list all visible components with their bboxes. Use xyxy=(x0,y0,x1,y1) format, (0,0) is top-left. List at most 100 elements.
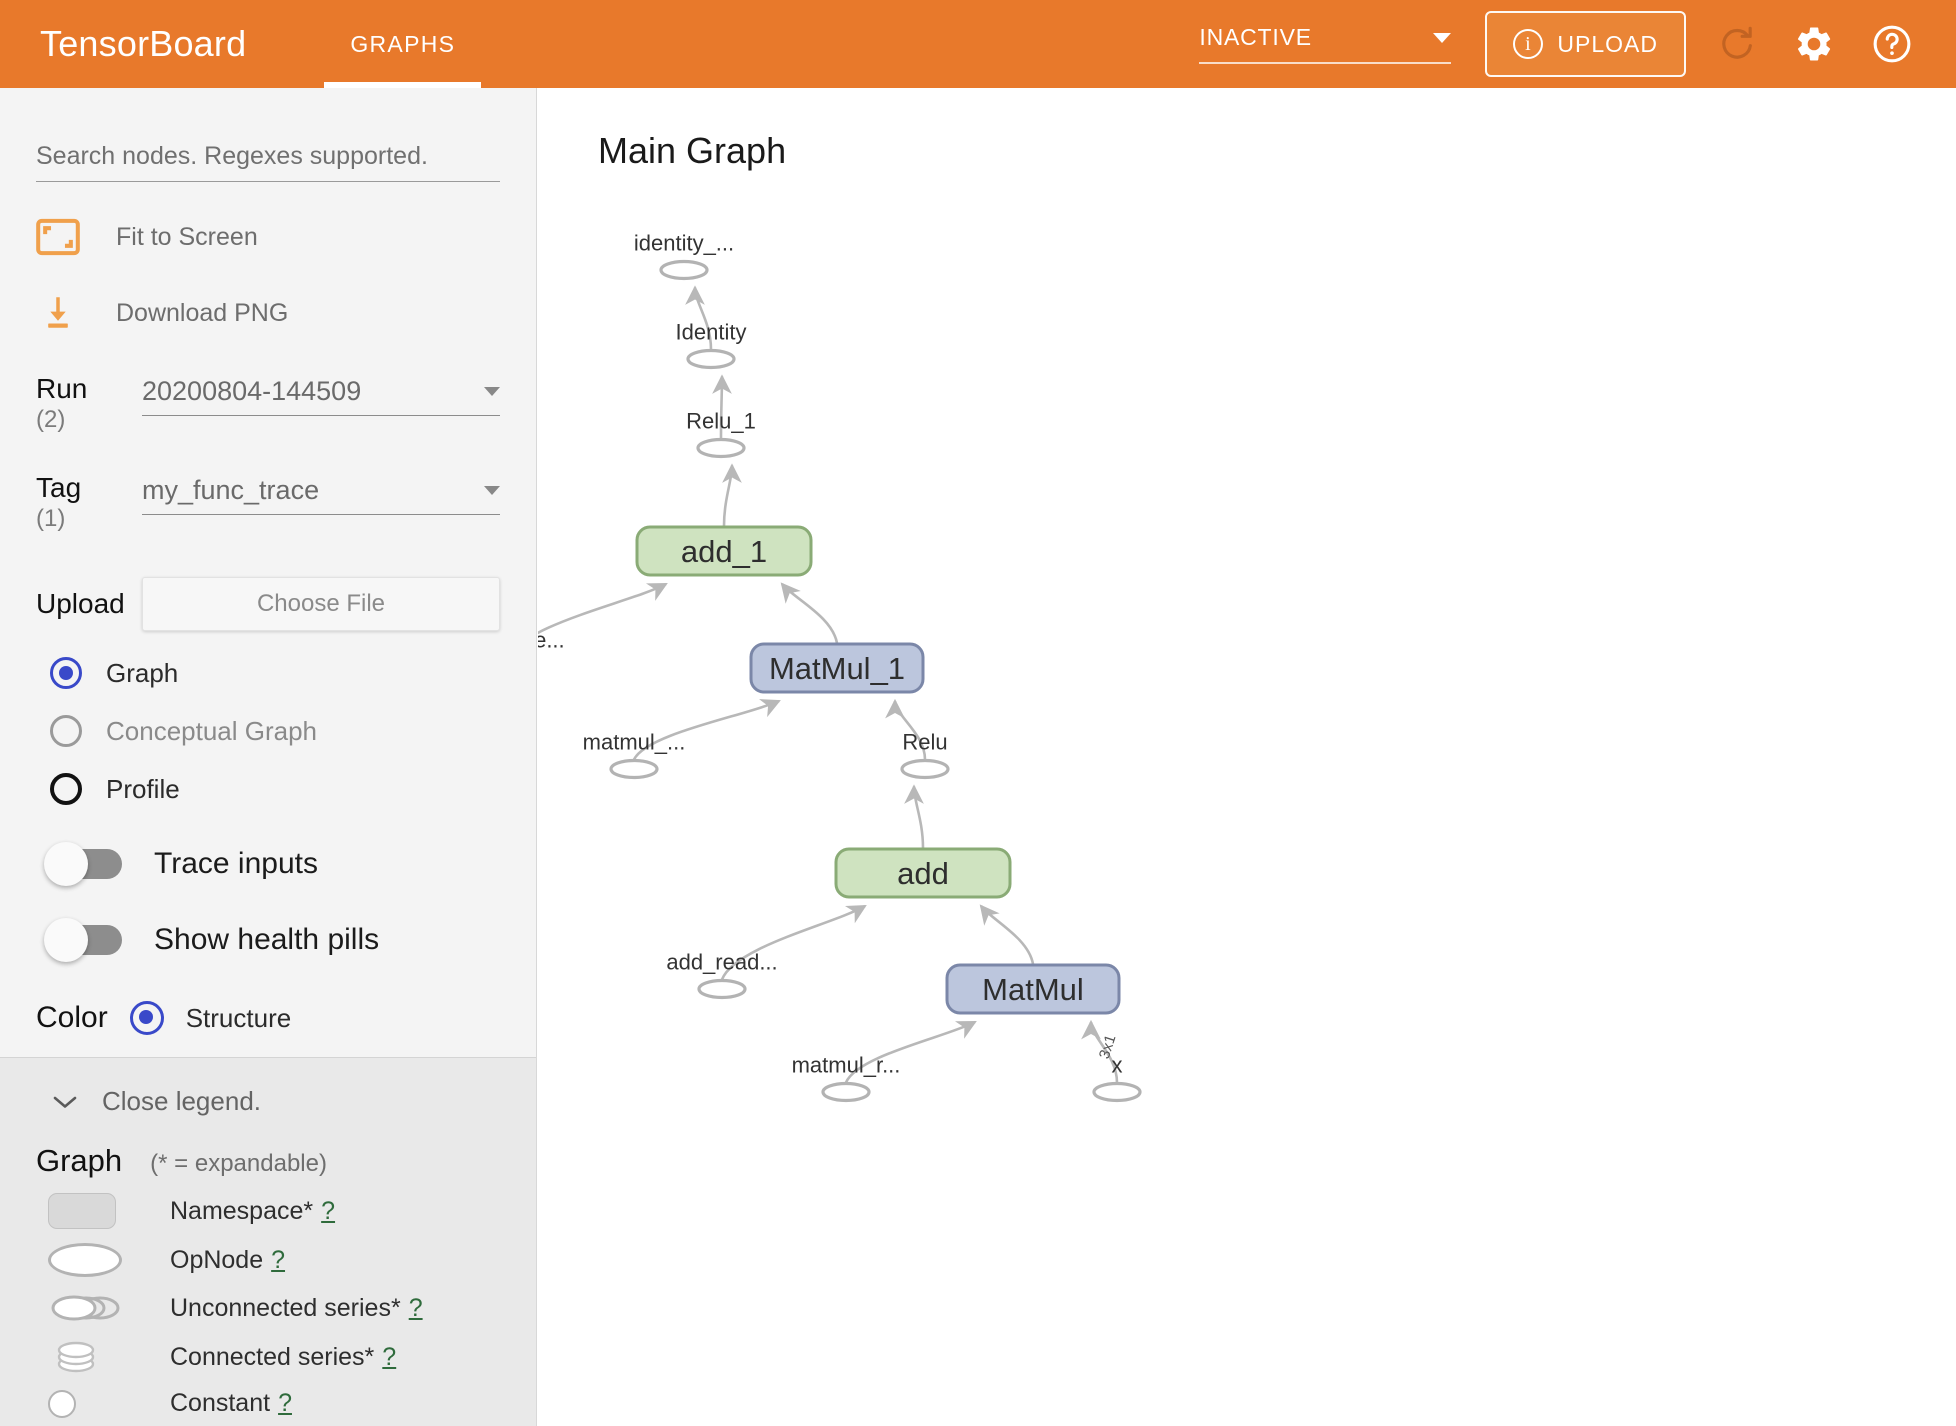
header-actions: INACTIVE i UPLOAD xyxy=(1199,11,1920,77)
graph-node-identity_out[interactable]: identity_... xyxy=(634,231,734,281)
help-link-opnode[interactable]: ? xyxy=(271,1245,286,1274)
graph-edge xyxy=(712,374,732,439)
legend-item-connected-series: Connected series*? xyxy=(36,1339,500,1375)
radio-structure-indicator[interactable] xyxy=(129,1001,164,1036)
fit-to-screen-action[interactable]: Fit to Screen xyxy=(36,218,500,256)
download-png-action[interactable]: Download PNG xyxy=(36,292,500,334)
graph-node-x[interactable]: x xyxy=(1092,1053,1142,1103)
legend-label-connected-series: Connected series*? xyxy=(170,1342,397,1371)
graph-node-Identity[interactable]: Identity xyxy=(676,320,747,370)
op-node-shape[interactable] xyxy=(821,1081,871,1103)
namespace-node-shape[interactable] xyxy=(749,642,925,694)
op-node-shape[interactable] xyxy=(697,978,747,1000)
op-node-shape[interactable] xyxy=(686,348,736,370)
upload-button[interactable]: i UPLOAD xyxy=(1485,11,1686,77)
radio-profile-label: Profile xyxy=(106,773,180,804)
radio-profile-indicator xyxy=(50,773,82,806)
connected-series-glyph-icon xyxy=(48,1339,140,1375)
unconnected-series-glyph-icon xyxy=(48,1291,140,1325)
graph-edge xyxy=(979,904,1035,965)
choose-file-button[interactable]: Choose File xyxy=(142,577,500,632)
graph-node-add_read[interactable]: add_read... xyxy=(666,950,778,1000)
run-state-dropdown[interactable]: INACTIVE xyxy=(1199,24,1452,64)
namespace-node-shape[interactable] xyxy=(834,847,1012,899)
node-label: identity_... xyxy=(634,231,734,256)
op-node-shape[interactable] xyxy=(696,437,746,459)
toggle-trace-inputs-label: Trace inputs xyxy=(154,847,318,881)
radio-graph-label: Graph xyxy=(106,657,179,688)
op-node-shape[interactable] xyxy=(609,758,659,780)
fit-to-screen-icon xyxy=(36,218,88,256)
app-brand: TensorBoard xyxy=(40,23,247,64)
op-node-shape[interactable] xyxy=(900,758,950,780)
tag-value: my_func_trace xyxy=(142,474,320,505)
node-label: add_1 xyxy=(681,534,767,569)
node-label: matmul_... xyxy=(583,730,686,755)
toggle-show-health-pills-switch[interactable] xyxy=(44,918,122,963)
tag-selector-row: Tag (1) my_func_trace xyxy=(36,472,500,531)
legend-item-constant: Constant? xyxy=(36,1389,500,1418)
node-label: add_read... xyxy=(666,950,777,975)
legend-heading: Graph (* = expandable) xyxy=(36,1143,500,1179)
close-legend-button[interactable]: Close legend. xyxy=(36,1086,500,1117)
fit-to-screen-label: Fit to Screen xyxy=(116,222,258,251)
graph-node-matmul_read1[interactable]: matmul_... xyxy=(583,730,686,780)
graph-edge xyxy=(904,784,925,849)
graph-node-MatMul_1[interactable]: MatMul_1 xyxy=(749,642,925,694)
op-node-shape[interactable] xyxy=(659,259,709,281)
run-value: 20200804-144509 xyxy=(142,376,362,406)
run-label: Run xyxy=(36,373,88,404)
download-png-icon xyxy=(36,292,88,334)
legend-panel: Close legend. Graph (* = expandable) Nam… xyxy=(0,1057,536,1426)
graph-node-matmul_read[interactable]: matmul_r... xyxy=(792,1053,901,1103)
legend-label-opnode: OpNode? xyxy=(170,1245,286,1274)
graph-title: Main Graph xyxy=(598,130,787,171)
help-icon[interactable] xyxy=(1864,16,1920,72)
radio-conceptual-graph[interactable]: Conceptual Graph xyxy=(36,715,500,748)
node-label: x xyxy=(1112,1053,1123,1078)
help-link-namespace[interactable]: ? xyxy=(321,1196,336,1225)
constant-glyph-icon xyxy=(48,1389,140,1418)
search-node-field[interactable] xyxy=(36,142,500,182)
graph-edge xyxy=(1081,1019,1119,1083)
run-label-group: Run (2) xyxy=(36,374,142,433)
op-node-shape[interactable] xyxy=(1092,1081,1142,1103)
graph-edge xyxy=(844,1020,977,1084)
info-icon: i xyxy=(1513,29,1544,59)
help-link-connected-series[interactable]: ? xyxy=(382,1342,397,1371)
toggle-show-health-pills[interactable]: Show health pills xyxy=(36,918,500,963)
refresh-icon[interactable] xyxy=(1708,16,1764,72)
graph-node-Relu_1[interactable]: Relu_1 xyxy=(686,409,756,459)
nav-tabs: GRAPHS xyxy=(324,0,482,88)
graph-edge xyxy=(685,285,713,350)
toggle-trace-inputs-switch[interactable] xyxy=(44,842,122,887)
graph-node-add_1[interactable]: add_1 xyxy=(635,525,813,577)
namespace-node-shape[interactable] xyxy=(635,525,813,577)
help-link-unconnected-series[interactable]: ? xyxy=(408,1293,423,1322)
graph-edge xyxy=(632,699,781,761)
graph-node-MatMul[interactable]: MatMul xyxy=(945,963,1121,1015)
namespace-node-shape[interactable] xyxy=(945,963,1121,1015)
toggle-trace-inputs[interactable]: Trace inputs xyxy=(36,842,500,887)
tag-dropdown[interactable]: my_func_trace xyxy=(142,475,500,515)
run-dropdown[interactable]: 20200804-144509 xyxy=(142,376,500,416)
edge-label: 3x1 xyxy=(1096,1033,1120,1061)
search-input[interactable] xyxy=(36,142,500,171)
tab-graphs[interactable]: GRAPHS xyxy=(324,0,482,88)
run-state-value: INACTIVE xyxy=(1199,24,1312,50)
close-legend-label: Close legend. xyxy=(102,1086,261,1117)
legend-item-namespace: Namespace*? xyxy=(36,1193,500,1230)
graph-node-Relu[interactable]: Relu xyxy=(900,730,950,780)
radio-profile[interactable]: Profile xyxy=(36,773,500,806)
graph-node-add[interactable]: add xyxy=(834,847,1012,899)
opnode-glyph-icon xyxy=(48,1243,140,1278)
radio-graph[interactable]: Graph xyxy=(36,657,500,690)
color-structure-label: Structure xyxy=(185,1002,292,1033)
help-link-constant[interactable]: ? xyxy=(278,1389,292,1418)
chevron-down-icon xyxy=(484,485,500,495)
download-png-label: Download PNG xyxy=(116,298,289,327)
settings-gear-icon[interactable] xyxy=(1786,16,1842,72)
graph-node-add_1_read[interactable]: add_1_re... xyxy=(538,628,565,676)
